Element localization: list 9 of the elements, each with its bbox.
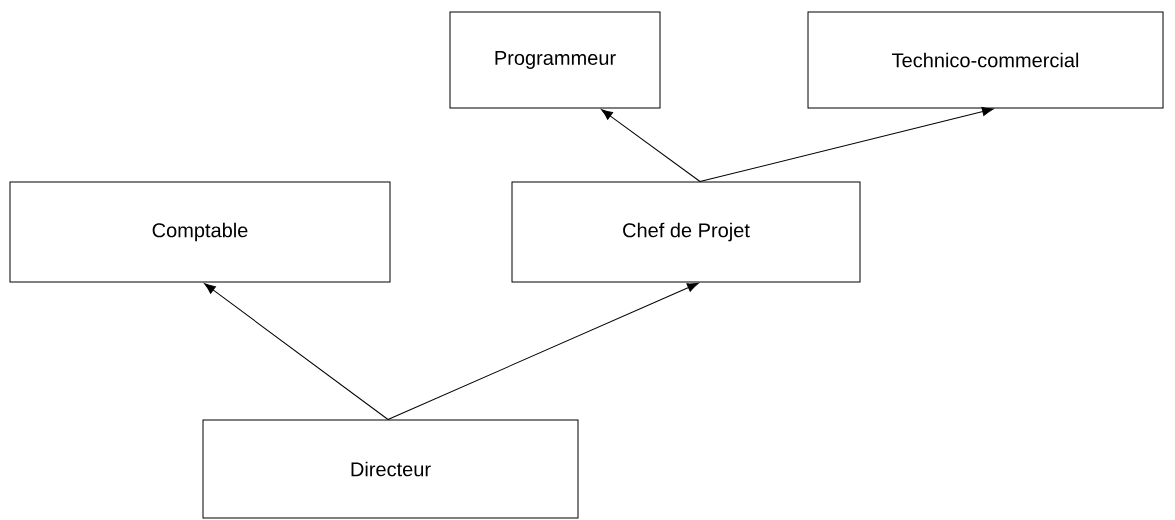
role-box: Technico-commercial: [807, 11, 1164, 109]
arrow: [204, 283, 389, 420]
arrow: [387, 282, 699, 420]
role-box: Chef de Projet: [511, 181, 861, 283]
role-box: Directeur: [202, 419, 579, 519]
arrow: [601, 109, 701, 182]
role-box: Comptable: [9, 181, 391, 283]
role-box: Programmeur: [449, 11, 661, 109]
arrow: [699, 107, 994, 182]
